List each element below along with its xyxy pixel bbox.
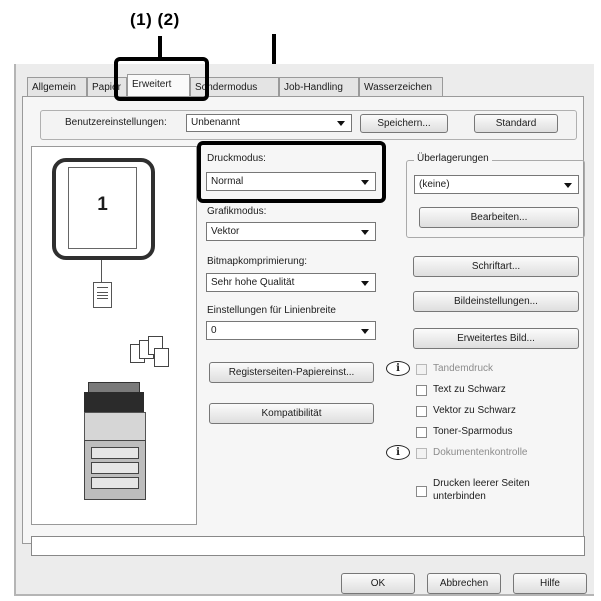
- overlays-label: Überlagerungen: [414, 153, 492, 164]
- toner-save-label: Toner-Sparmodus: [433, 426, 513, 437]
- graphics-mode-select[interactable]: Vektor: [206, 222, 376, 241]
- compatibility-button[interactable]: Kompatibilität: [209, 403, 374, 424]
- save-settings-button[interactable]: Speichern...: [360, 114, 448, 133]
- bitmap-compression-select[interactable]: Sehr hohe Qualität: [206, 273, 376, 292]
- suppress-blank-label-line1: Drucken leerer Seiten: [433, 478, 530, 489]
- page-preview-sheet: 1: [68, 167, 137, 249]
- edit-overlay-button[interactable]: Bearbeiten...: [419, 207, 579, 228]
- line-width-value: 0: [211, 325, 217, 336]
- tab-highlight-box: [114, 57, 209, 101]
- tab-job-handling[interactable]: Job-Handling: [279, 77, 359, 96]
- user-settings-label: Benutzereinstellungen:: [65, 117, 167, 128]
- chevron-down-icon: [361, 179, 369, 185]
- user-settings-value: Unbenannt: [191, 117, 240, 128]
- suppress-blank-checkbox[interactable]: [416, 486, 427, 497]
- overlays-group: [406, 160, 585, 238]
- copies-stack-icon: [130, 336, 176, 367]
- register-pages-button[interactable]: Registerseiten-Papiereinst...: [209, 362, 374, 383]
- tab-allgemein[interactable]: Allgemein: [27, 77, 87, 96]
- help-button[interactable]: Hilfe: [513, 573, 587, 594]
- user-settings-select[interactable]: Unbenannt: [186, 114, 352, 132]
- bitmap-compression-label: Bitmapkomprimierung:: [207, 256, 308, 267]
- document-icon: [93, 282, 112, 308]
- ok-button[interactable]: OK: [341, 573, 415, 594]
- chevron-down-icon: [361, 328, 369, 334]
- chevron-down-icon: [361, 229, 369, 235]
- info-icon: i: [386, 361, 410, 376]
- preview-page-number: 1: [97, 194, 108, 215]
- print-mode-select[interactable]: Normal: [206, 172, 376, 191]
- print-mode-label: Druckmodus:: [207, 153, 266, 164]
- graphics-mode-value: Vektor: [211, 226, 240, 237]
- text-black-checkbox[interactable]: [416, 385, 427, 396]
- chevron-down-icon: [361, 280, 369, 286]
- overlays-select[interactable]: (keine): [414, 175, 579, 194]
- status-strip: [31, 536, 585, 556]
- preview-connector: [101, 260, 102, 282]
- default-button[interactable]: Standard: [474, 114, 558, 133]
- tab-erweitert[interactable]: Erweitert: [127, 74, 190, 96]
- vector-black-checkbox[interactable]: [416, 406, 427, 417]
- printmode-highlight-box: [197, 141, 386, 203]
- cancel-button[interactable]: Abbrechen: [427, 573, 501, 594]
- chevron-down-icon: [564, 182, 572, 188]
- suppress-blank-label-line2: unterbinden: [433, 491, 486, 502]
- text-black-label: Text zu Schwarz: [433, 384, 506, 395]
- printer-icon: [82, 382, 148, 502]
- graphics-mode-label: Grafikmodus:: [207, 206, 267, 217]
- font-button[interactable]: Schriftart...: [413, 256, 579, 277]
- line-width-label: Einstellungen für Linienbreite: [207, 305, 336, 316]
- vector-black-label: Vektor zu Schwarz: [433, 405, 516, 416]
- image-settings-button[interactable]: Bildeinstellungen...: [413, 291, 579, 312]
- doc-control-checkbox[interactable]: [416, 448, 427, 459]
- callout-label-1-2: (1) (2): [130, 10, 180, 29]
- toner-save-checkbox[interactable]: [416, 427, 427, 438]
- tab-sondermodus[interactable]: Sondermodus: [190, 77, 279, 96]
- advanced-image-button[interactable]: Erweitertes Bild...: [413, 328, 579, 349]
- tandem-label: Tandemdruck: [433, 363, 494, 374]
- chevron-down-icon: [337, 121, 345, 126]
- tandem-checkbox[interactable]: [416, 364, 427, 375]
- bitmap-compression-value: Sehr hohe Qualität: [211, 277, 295, 288]
- tab-wasserzeichen[interactable]: Wasserzeichen: [359, 77, 443, 96]
- info-icon: i: [386, 445, 410, 460]
- callout-line-tab: [158, 36, 162, 58]
- line-width-select[interactable]: 0: [206, 321, 376, 340]
- doc-control-label: Dokumentenkontrolle: [433, 447, 528, 458]
- print-mode-value: Normal: [211, 176, 244, 187]
- overlays-value: (keine): [419, 179, 450, 190]
